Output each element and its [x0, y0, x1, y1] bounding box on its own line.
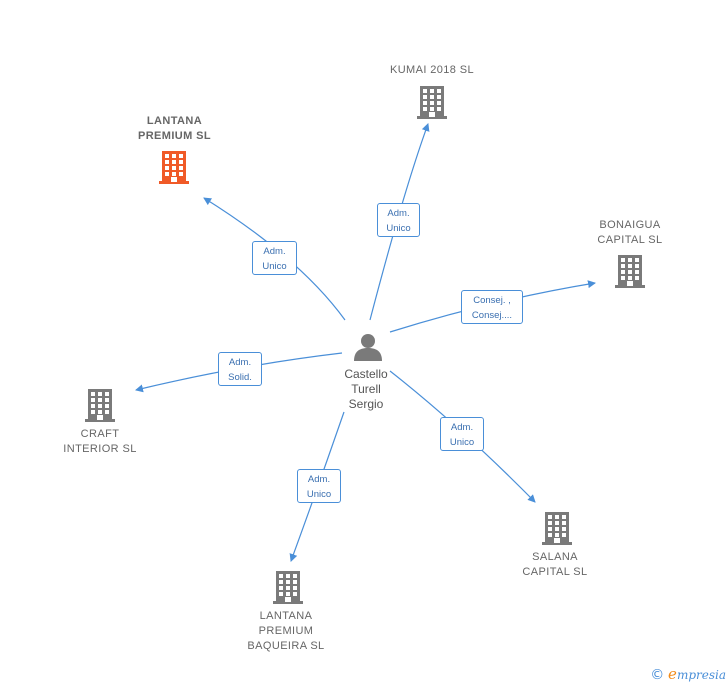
relation-label-kumai[interactable]: Adm. Unico [377, 203, 420, 237]
building-icon[interactable] [85, 388, 115, 427]
building-icon[interactable] [417, 85, 447, 124]
copyright-symbol: © [650, 667, 665, 683]
relation-label-baqueira[interactable]: Adm. Unico [297, 469, 341, 503]
brand-name: mpresia [676, 668, 726, 682]
company-name-kumai[interactable]: KUMAI 2018 SL [389, 64, 475, 76]
company-name-craft[interactable]: CRAFT INTERIOR SL [63, 428, 137, 455]
building-icon[interactable] [159, 150, 189, 189]
relation-label-salana[interactable]: Adm. Unico [440, 417, 484, 451]
company-name-baqueira[interactable]: LANTANA PREMIUM BAQUEIRA SL [247, 610, 325, 652]
relation-label-lantana[interactable]: Adm. Unico [252, 241, 297, 275]
person-icon[interactable] [352, 332, 384, 362]
company-name-lantana[interactable]: LANTANA PREMIUM SL [137, 115, 212, 142]
relation-label-bonaigua[interactable]: Consej. , Consej.... [461, 290, 523, 324]
building-icon[interactable] [542, 511, 572, 550]
brand-initial: e [668, 665, 677, 683]
company-name-bonaigua[interactable]: BONAIGUA CAPITAL SL [597, 219, 663, 246]
company-name-salana[interactable]: SALANA CAPITAL SL [522, 551, 588, 578]
building-icon[interactable] [273, 570, 303, 609]
person-name[interactable]: Castello Turell Sergio [344, 367, 388, 411]
relation-label-craft[interactable]: Adm. Solid. [218, 352, 262, 386]
empresia-logo: © empresia [650, 665, 726, 683]
building-icon[interactable] [615, 254, 645, 293]
